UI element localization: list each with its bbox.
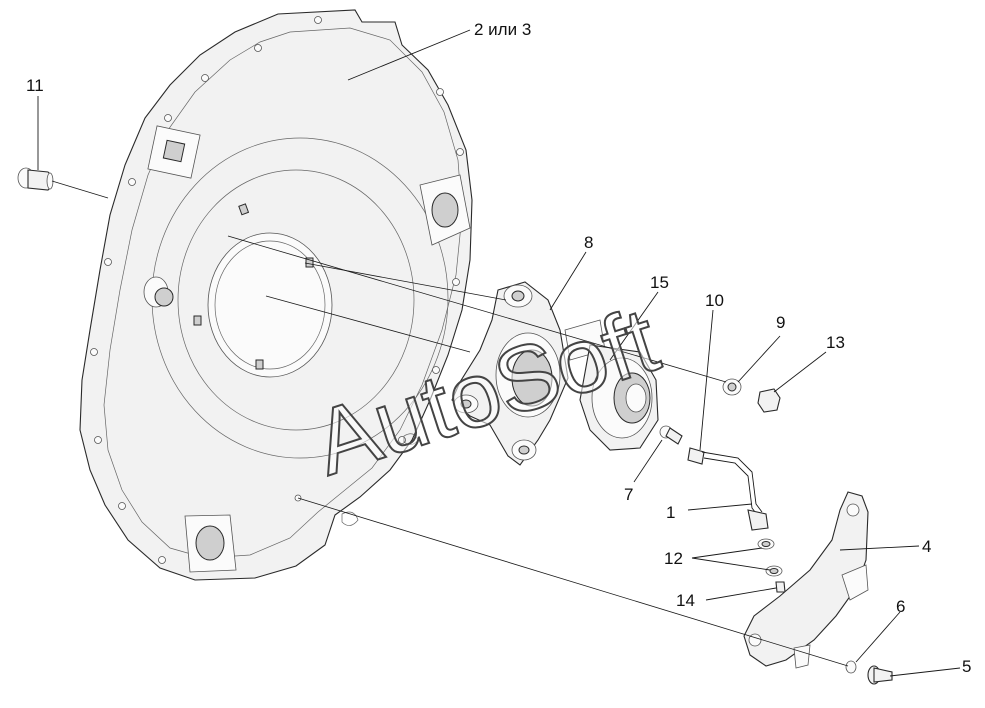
screw-5 xyxy=(867,665,893,685)
callout-1: 1 xyxy=(666,503,675,522)
callout-8: 8 xyxy=(584,233,593,252)
assembly-axis-lines xyxy=(51,180,849,667)
cover-plate-4 xyxy=(743,491,869,669)
callout-5: 5 xyxy=(962,657,971,676)
bolt-11 xyxy=(17,167,54,191)
callout-7: 7 xyxy=(624,485,633,504)
callout-12: 12 xyxy=(664,549,683,568)
callout-15: 15 xyxy=(650,273,669,292)
washer-6 xyxy=(845,660,857,674)
callout-4: 4 xyxy=(922,537,931,556)
callout-11: 11 xyxy=(26,76,44,95)
callout-9: 9 xyxy=(776,313,785,332)
nut-13 xyxy=(757,388,781,413)
release-bearing-15 xyxy=(579,344,659,451)
callout-10: 10 xyxy=(705,291,724,310)
callout-14: 14 xyxy=(676,591,695,610)
washer-9 xyxy=(722,378,742,396)
hydraulic-pipe-1 xyxy=(659,425,769,531)
housing-plate xyxy=(79,9,473,581)
cylinder-housing-8 xyxy=(451,281,606,466)
callout-2-or-3: 2 или 3 xyxy=(474,20,531,39)
bleed-screw-14 xyxy=(775,581,786,593)
callout-labels: 2 или 3 11 8 15 10 9 13 7 1 4 12 14 6 5 xyxy=(26,20,971,676)
callout-6: 6 xyxy=(896,597,905,616)
leader-lines xyxy=(37,29,961,677)
callout-13: 13 xyxy=(826,333,845,352)
washers-12 xyxy=(757,538,783,577)
